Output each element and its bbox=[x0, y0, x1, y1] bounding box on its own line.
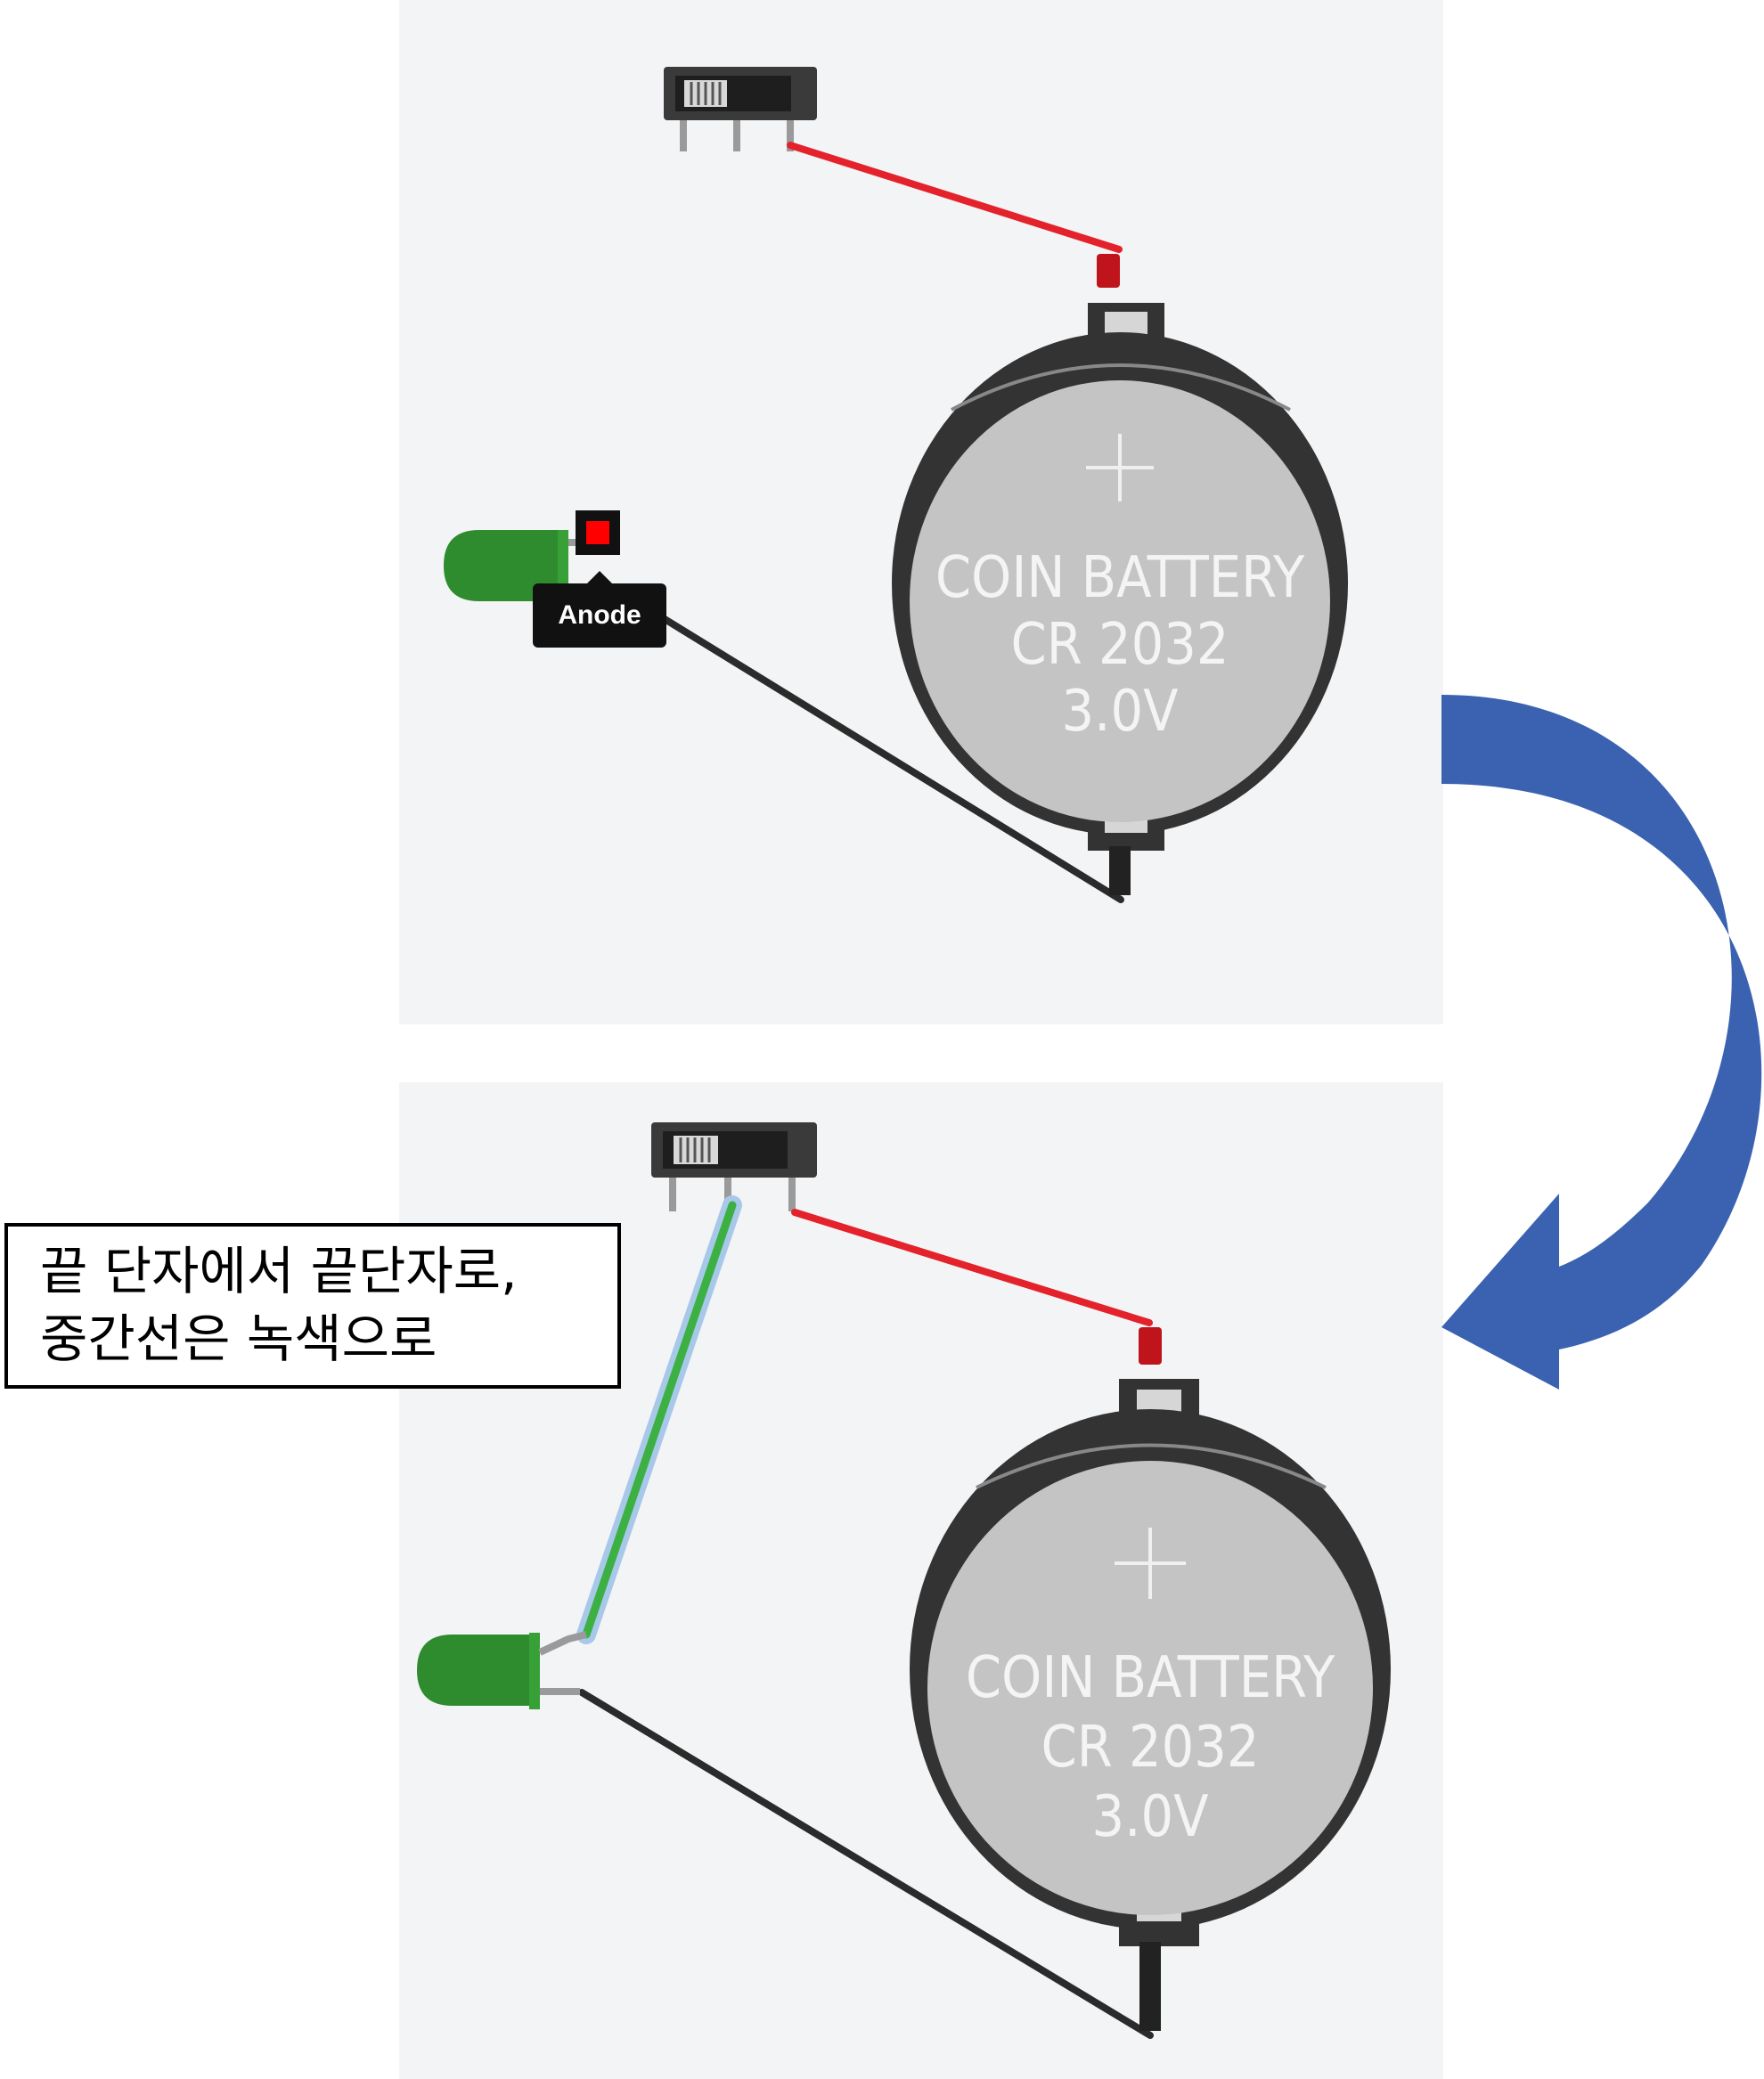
circuit-panel-before: COIN BATTERY CR 2032 3.0V Anode bbox=[399, 0, 1443, 1024]
battery-label-line3: 3.0V bbox=[1092, 1784, 1209, 1850]
black-wire[interactable] bbox=[578, 1689, 1154, 2039]
instruction-callout: 끝 단자에서 끝단자로, 중간선은 녹색으로 bbox=[4, 1223, 621, 1389]
battery-label-line2: CR 2032 bbox=[1041, 1715, 1260, 1781]
anode-pin-marker[interactable] bbox=[576, 510, 620, 555]
coin-battery-icon[interactable]: COIN BATTERY CR 2032 3.0V bbox=[910, 1327, 1391, 2031]
circuit-panel-after: COIN BATTERY CR 2032 3.0V bbox=[399, 1082, 1443, 2079]
led-icon[interactable] bbox=[417, 1631, 587, 1709]
slide-switch-icon[interactable] bbox=[664, 67, 817, 151]
black-wire[interactable] bbox=[654, 611, 1124, 903]
callout-line1: 끝 단자에서 끝단자로, bbox=[40, 1241, 518, 1301]
coin-battery-icon[interactable]: COIN BATTERY CR 2032 3.0V bbox=[892, 254, 1348, 895]
red-wire[interactable] bbox=[787, 142, 1123, 253]
battery-label-line1: COIN BATTERY bbox=[966, 1645, 1335, 1711]
battery-label-line2: CR 2032 bbox=[1011, 612, 1229, 678]
battery-label-line3: 3.0V bbox=[1062, 679, 1179, 745]
callout-line2: 중간선은 녹색으로 bbox=[40, 1309, 437, 1369]
red-wire[interactable] bbox=[791, 1209, 1153, 1326]
green-wire[interactable] bbox=[582, 1201, 737, 1639]
slide-switch-icon[interactable] bbox=[651, 1122, 817, 1211]
circuit-canvas-after: COIN BATTERY CR 2032 3.0V bbox=[417, 1122, 1391, 2039]
pin-tooltip: Anode bbox=[533, 571, 666, 648]
battery-label-line1: COIN BATTERY bbox=[935, 545, 1305, 611]
circuit-canvas-before: COIN BATTERY CR 2032 3.0V bbox=[444, 67, 1348, 903]
curved-arrow-icon bbox=[1441, 695, 1762, 1390]
